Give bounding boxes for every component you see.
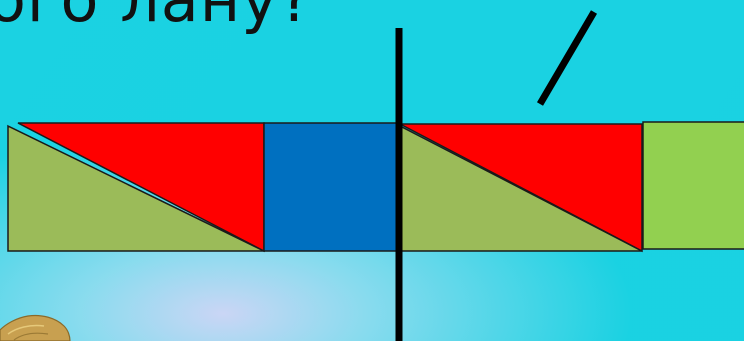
diagonal-line — [540, 12, 594, 104]
person-partial-icon — [0, 315, 70, 341]
blue-square — [264, 123, 398, 251]
light-green-square — [643, 122, 744, 249]
